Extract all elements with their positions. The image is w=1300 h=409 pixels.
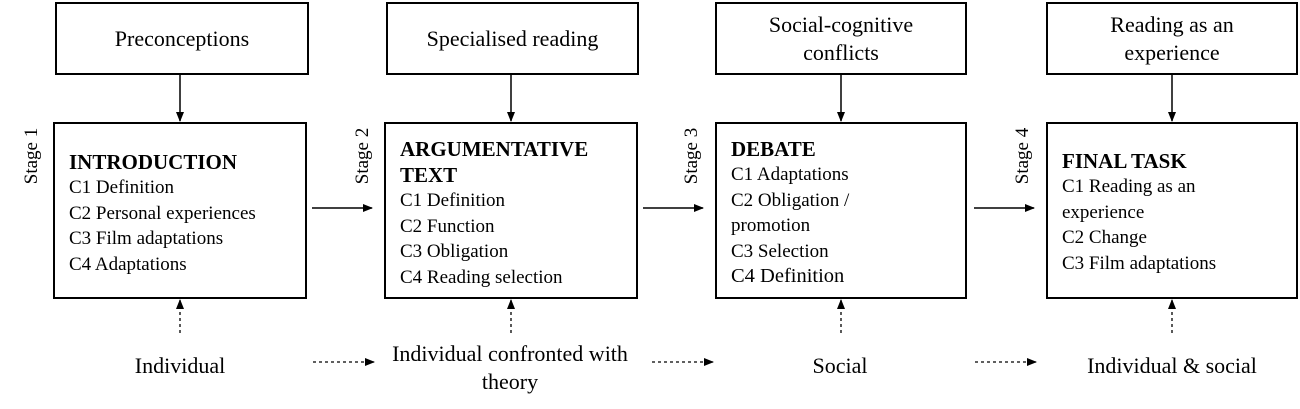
stage-item: C4 Reading selection <box>400 266 563 288</box>
stage-item: C3 Selection <box>731 240 829 262</box>
stage-item: C2 Function <box>400 215 495 237</box>
stage-title-2-line2: TEXT <box>400 163 458 187</box>
stage-item: C1 Adaptations <box>731 164 849 185</box>
stage-title-2: ARGUMENTATIVE <box>400 137 589 161</box>
mode-label-3: Social <box>812 353 868 378</box>
stage-item: C2 Personal experiences <box>69 202 256 224</box>
stage-item: C1 Definition <box>69 177 175 198</box>
stage-item: C2 Change <box>1062 227 1147 248</box>
influence-box-4: Reading as an experience <box>1046 2 1298 75</box>
stage-title-4: FINAL TASK <box>1062 149 1187 173</box>
stage-box-3: DEBATE C1 Adaptations C2 Obligation / pr… <box>715 122 967 299</box>
influence-label-2: Specialised reading <box>426 25 599 51</box>
stage-item: C1 Definition <box>400 190 506 211</box>
influence-label-4: Reading as an experience <box>1110 11 1234 65</box>
stage-item: experience <box>1062 201 1145 223</box>
stage-box-2: ARGUMENTATIVE TEXT C1 Definition C2 Func… <box>384 122 638 299</box>
stage-item: C1 Reading as an <box>1062 176 1196 197</box>
influence-label-3: Social-cognitive conflicts <box>768 11 914 65</box>
stage-item: C4 Definition <box>731 265 845 287</box>
stage-item: C4 Adaptations <box>69 253 187 275</box>
stage-item: C3 Film adaptations <box>69 228 224 249</box>
influence-box-1: Preconceptions <box>55 2 309 75</box>
mode-label-4: Individual & social <box>1087 353 1257 378</box>
stage-item: C2 Obligation / <box>731 189 850 211</box>
stage-box-4: FINAL TASK C1 Reading as an experience C… <box>1046 122 1298 299</box>
stage-title-3: DEBATE <box>731 137 816 161</box>
stage-item: C3 Film adaptations <box>1062 252 1217 274</box>
stage-box-1: INTRODUCTION C1 Definition C2 Personal e… <box>53 122 307 299</box>
influence-box-3: Social-cognitive conflicts <box>715 2 967 75</box>
stage-item: C3 Obligation <box>400 241 509 262</box>
mode-label-1: Individual <box>134 353 226 378</box>
stage-item: promotion <box>731 215 811 236</box>
mode-label-2: Individual confronted with theory <box>392 341 628 394</box>
influence-label-1: Preconceptions <box>114 25 250 51</box>
influence-box-2: Specialised reading <box>386 2 639 75</box>
stage-title-1: INTRODUCTION <box>69 150 238 174</box>
